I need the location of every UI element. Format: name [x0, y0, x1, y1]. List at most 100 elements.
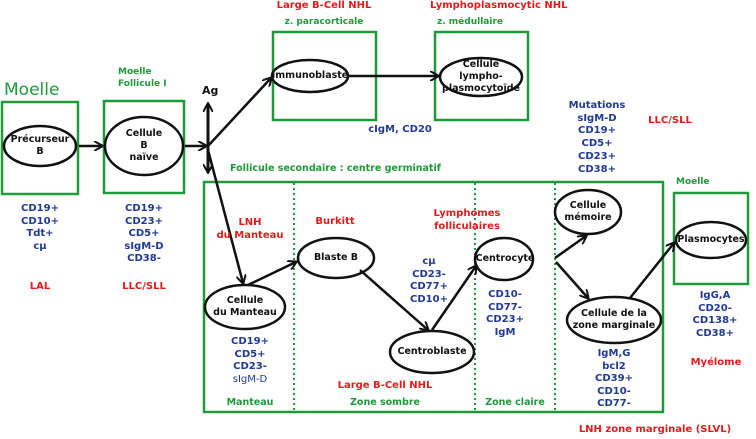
disease-text: LNH: [238, 217, 262, 228]
cell-text: Cellule de la: [581, 308, 647, 319]
precursor-box: [0, 100, 80, 196]
moelle-title: Moelle: [4, 80, 60, 100]
cell-text: Centroblaste: [397, 346, 467, 357]
cell-text: Cellule lympho-: [459, 59, 503, 82]
plasmocytes-location: Moelle: [676, 177, 710, 187]
arrow-centroblast-to-centrocyte: [430, 266, 476, 331]
marker: cµ: [33, 240, 47, 252]
marker: CD10+: [21, 215, 59, 227]
immunoblast-location: z. paracorticale: [284, 17, 364, 27]
centroblast-cell-label: Centroblaste: [392, 344, 472, 360]
marker: CD38+: [578, 163, 616, 175]
centroblast-ellipse: [388, 329, 476, 375]
plasmocytes-box: [672, 191, 750, 286]
arrow-to-immunoblast: [207, 78, 271, 147]
location-text: Moelle: [118, 67, 152, 77]
marker: CD5+: [581, 138, 613, 150]
mutations-disease: LLC/SLL: [648, 115, 692, 126]
plasmocytes-ellipse: [674, 220, 748, 260]
lymphoplasmocyte-cell-label: Cellule lympho-plasmocytoïde: [441, 59, 521, 94]
disease-text: Lymphomes: [433, 208, 501, 219]
zone-label-manteau: Manteau: [226, 397, 274, 408]
cell-text: Blaste B: [313, 252, 359, 263]
marginal-markers: IgM,G bcl2 CD39+ CD10- CD77-: [586, 348, 642, 411]
zone-label-sombre: Zone sombre: [350, 397, 420, 408]
marker: bcl2: [602, 360, 626, 372]
location-text: Follicule I: [118, 79, 167, 89]
marker: CD77+: [410, 281, 448, 292]
zone-label-claire: Zone claire: [485, 397, 545, 408]
marker: CD23+: [125, 215, 163, 227]
mutations-markers: Mutations sIgM-D CD19+ CD5+ CD23+ CD38+: [565, 100, 629, 176]
antigen-label: Ag: [202, 84, 219, 97]
marker: CD19+: [125, 203, 163, 214]
marker: sIgM-D: [232, 373, 268, 385]
marker: CD23-: [233, 361, 267, 372]
marker: CD19+: [231, 336, 269, 347]
plasmocytes-disease: Myélome: [690, 357, 742, 368]
arrow-mantle-to-blast: [247, 262, 296, 287]
centrocyte-disease: Lymphomes folliculaires: [424, 208, 510, 233]
marginal-ellipse: [565, 295, 663, 345]
centrocyte-markers: CD10- CD77- CD23+ IgM: [485, 289, 525, 339]
arrow-blast-to-centroblast: [359, 269, 428, 330]
marker: CD10-: [597, 385, 631, 397]
lymphoplasmocyte-ellipse: [438, 56, 524, 98]
centrocyte-cell-label: Centrocyte: [475, 251, 535, 267]
cell-text: mémoire: [564, 212, 612, 223]
germinal-center-title: Follicule secondaire : centre germinatif: [230, 163, 441, 174]
arrow-centrocyte-to-memory: [554, 236, 586, 260]
plasmocytes-markers: IgG,A CD20- CD138+ CD38+: [686, 290, 744, 340]
marker: Mutations: [568, 100, 626, 111]
marker: CD19+: [578, 125, 616, 137]
centroblast-disease: Large B-Cell NHL: [337, 380, 433, 391]
cell-text: du Manteau: [213, 307, 277, 318]
marker: CD5+: [128, 228, 160, 239]
naive-ellipse: [103, 115, 185, 177]
naive-disease: LLC/SLL: [122, 281, 166, 292]
arrow-to-mantle: [206, 149, 243, 283]
marker: cµ: [422, 256, 436, 267]
marker: CD77-: [488, 301, 522, 313]
cell-text: zone marginale: [572, 320, 656, 331]
cell-text: Plasmocytes: [677, 234, 745, 245]
germinal-center-box: [202, 180, 665, 414]
lymphoplasmocyte-disease: Lymphoplasmocytic NHL: [430, 0, 568, 11]
marker: CD23-: [412, 268, 446, 280]
immunoblast-cell-label: Immunoblaste: [272, 68, 349, 84]
cell-text: Cellule: [125, 128, 163, 139]
cell-text: Cellule: [569, 200, 607, 211]
marker: Tdt+: [26, 228, 54, 239]
cell-text: Centrocyte: [475, 253, 535, 264]
cell-text: B: [36, 146, 44, 157]
marker: CD138+: [692, 315, 738, 326]
marker: CD5+: [234, 348, 266, 360]
blast-disease: Burkitt: [315, 216, 355, 227]
disease-text: folliculaires: [434, 220, 500, 232]
precursor-disease: LAL: [29, 281, 51, 292]
marker: sIgM-D: [124, 240, 164, 252]
naive-markers: CD19+ CD23+ CD5+ sIgM-D CD38-: [112, 203, 176, 266]
marker: IgG,A: [699, 290, 731, 301]
marginal-disease: LNH zone marginale (SLVL): [578, 424, 732, 435]
marker: CD77-: [597, 398, 631, 409]
marker: CD10+: [410, 293, 448, 305]
naive-location: Moelle Follicule I: [118, 66, 167, 90]
marker: CD23+: [578, 150, 616, 162]
cell-text: Immunoblaste: [271, 70, 349, 81]
disease-text: du Manteau: [216, 229, 284, 241]
cell-text: Précurseur: [10, 134, 70, 145]
marker: CD39+: [595, 373, 633, 384]
precursor-ellipse: [2, 124, 78, 168]
marker: CD10-: [488, 289, 522, 300]
precursor-markers: CD19+ CD10+ Tdt+ cµ: [10, 203, 70, 253]
dark-zone-markers: cµ CD23- CD77+ CD10+: [404, 256, 454, 306]
immunoblast-markers: cIgM, CD20: [368, 124, 432, 135]
blast-ellipse: [296, 236, 376, 280]
arrow-marginal-to-plasmocytes: [629, 243, 674, 299]
arrow-centrocyte-to-marginal: [555, 261, 588, 298]
